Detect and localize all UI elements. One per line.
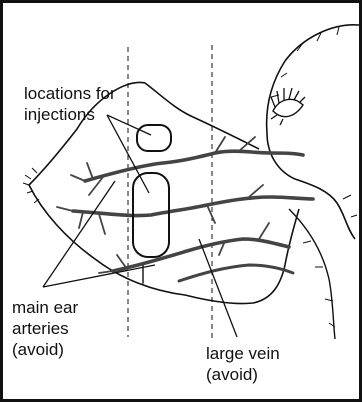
- upper-vessel: [85, 151, 303, 181]
- vessel-branches: [57, 137, 269, 283]
- label-large-vein: large vein (avoid): [206, 343, 280, 385]
- pointer-large-vein: [199, 239, 237, 337]
- label-large-vein-line1: large vein: [206, 343, 280, 364]
- label-large-vein-line2: (avoid): [206, 364, 280, 385]
- eye: [273, 99, 303, 116]
- neck-outline: [289, 209, 335, 339]
- label-main-ear-arteries-line1: main ear: [12, 297, 78, 318]
- middle-vessel: [73, 197, 313, 216]
- label-main-ear-arteries-line2: arteries: [12, 318, 78, 339]
- label-injection-locations-line2: injections: [24, 104, 116, 125]
- label-main-ear-arteries: main ear arteries (avoid): [12, 297, 78, 360]
- label-injection-locations-line1: locations for: [24, 83, 116, 104]
- lower-vessel: [179, 265, 293, 281]
- head-outline: [267, 25, 359, 239]
- label-injection-locations: locations for injections: [24, 83, 116, 125]
- label-main-ear-arteries-line3: (avoid): [12, 339, 78, 360]
- injection-site-upper: [137, 125, 171, 151]
- head-fur: [271, 27, 357, 217]
